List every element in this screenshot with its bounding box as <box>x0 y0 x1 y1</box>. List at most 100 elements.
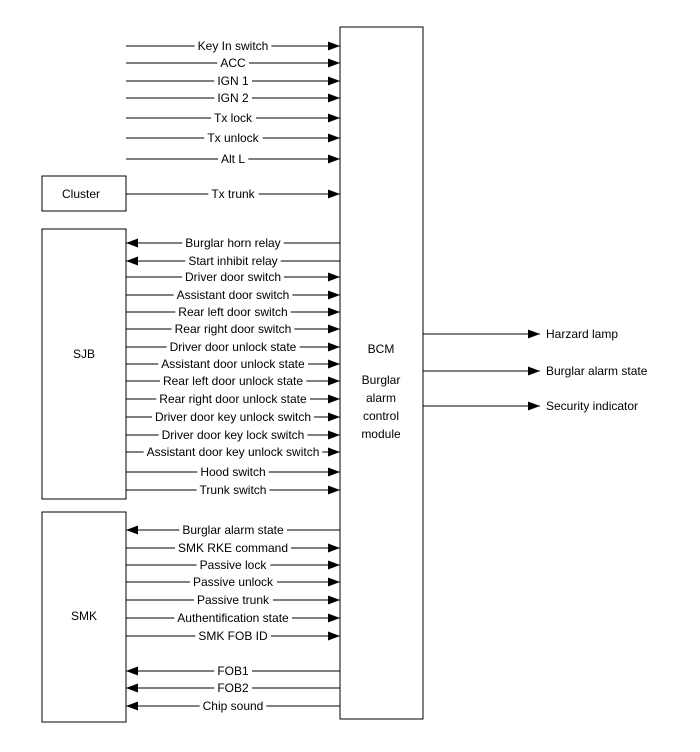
arrow-right-icon <box>328 613 340 623</box>
arrow-right-icon <box>328 359 340 369</box>
label-background <box>143 444 323 460</box>
arrow-right-icon <box>328 577 340 587</box>
label-background <box>214 663 252 679</box>
arrow-right-icon <box>328 272 340 282</box>
signal-label: Tx trunk <box>211 187 255 201</box>
signal-hood-switch: Hood switch <box>126 464 340 480</box>
signal-assistant-door-unlock-state: Assistant door unlock state <box>126 356 340 372</box>
signal-key-in-switch: Key In switch <box>126 38 340 54</box>
arrow-right-icon <box>528 329 540 339</box>
signal-label: FOB1 <box>217 664 249 678</box>
label-background <box>173 287 293 303</box>
arrow-right-icon <box>528 366 540 376</box>
signal-label: Tx unlock <box>207 131 259 145</box>
arrow-right-icon <box>328 412 340 422</box>
label-background <box>185 253 281 269</box>
arrow-right-icon <box>328 113 340 123</box>
label-background <box>174 610 293 626</box>
signal-label: Harzard lamp <box>546 327 618 341</box>
signal-label: Driver door unlock state <box>170 340 297 354</box>
signal-security-indicator: Security indicator <box>423 399 638 413</box>
signal-label: FOB2 <box>217 681 249 695</box>
label-background <box>171 321 295 337</box>
label-background <box>196 557 271 573</box>
signal-burglar-alarm-state: Burglar alarm state <box>423 364 648 378</box>
arrow-right-icon <box>328 543 340 553</box>
signal-label: SMK FOB ID <box>198 629 268 643</box>
signal-acc: ACC <box>126 55 340 71</box>
arrow-right-icon <box>328 430 340 440</box>
signal-label: Start inhibit relay <box>188 254 277 268</box>
arrow-left-icon <box>126 666 138 676</box>
label-background <box>151 409 315 425</box>
signal-passive-lock: Passive lock <box>126 557 340 573</box>
signal-label: Passive trunk <box>197 593 270 607</box>
signal-label: Burglar alarm state <box>546 364 648 378</box>
arrow-right-icon <box>528 401 540 411</box>
label-background <box>199 698 267 714</box>
arrow-right-icon <box>328 307 340 317</box>
label-background <box>217 55 249 71</box>
label-background <box>208 186 259 202</box>
label-background <box>195 628 272 644</box>
bcm-subtitle-line-2: alarm <box>366 391 396 405</box>
signal-label: IGN 2 <box>217 91 249 105</box>
signal-rear-right-door-switch: Rear right door switch <box>126 321 340 337</box>
signal-label: Key In switch <box>198 39 269 53</box>
signal-label: Hood switch <box>200 465 265 479</box>
signal-tx-trunk: Tx trunk <box>126 186 340 202</box>
signal-ign-2: IGN 2 <box>126 90 340 106</box>
label-background <box>204 130 263 146</box>
signal-tx-unlock: Tx unlock <box>126 130 340 146</box>
signal-label: IGN 1 <box>217 74 249 88</box>
label-background <box>214 680 252 696</box>
arrow-right-icon <box>328 485 340 495</box>
signal-alt-l: Alt L <box>126 151 340 167</box>
arrow-left-icon <box>126 238 138 248</box>
label-background <box>210 110 256 126</box>
signal-rear-left-door-unlock-state: Rear left door unlock state <box>126 373 340 389</box>
signal-label: Driver door key lock switch <box>162 428 305 442</box>
signal-smk-fob-id: SMK FOB ID <box>126 628 340 644</box>
signal-label: Assistant door unlock state <box>161 357 305 371</box>
signal-label: Tx lock <box>214 111 253 125</box>
signal-rear-left-door-switch: Rear left door switch <box>126 304 340 320</box>
signal-authentification-state: Authentification state <box>126 610 340 626</box>
arrow-right-icon <box>328 324 340 334</box>
arrow-right-icon <box>328 133 340 143</box>
arrow-right-icon <box>328 154 340 164</box>
cluster-box: Cluster <box>41 175 127 212</box>
bcm-subtitle-line-3: control <box>363 409 399 423</box>
bcm-box: BCM Burglar alarm control module <box>339 26 424 720</box>
label-background <box>159 373 307 389</box>
signal-label: Driver door switch <box>185 270 281 284</box>
arrow-left-icon <box>126 525 138 535</box>
signal-label: Passive unlock <box>193 575 274 589</box>
signal-label: Burglar horn relay <box>185 236 280 250</box>
signal-fob2: FOB2 <box>126 680 340 696</box>
signal-driver-door-key-lock-switch: Driver door key lock switch <box>126 427 340 443</box>
arrow-right-icon <box>328 58 340 68</box>
arrow-right-icon <box>328 93 340 103</box>
label-background <box>182 235 284 251</box>
arrow-right-icon <box>328 560 340 570</box>
label-background <box>193 592 274 608</box>
label-background <box>189 574 278 590</box>
arrow-right-icon <box>328 394 340 404</box>
signal-burglar-horn-relay: Burglar horn relay <box>126 235 340 251</box>
signal-rear-right-door-unlock-state: Rear right door unlock state <box>126 391 340 407</box>
signal-label: Security indicator <box>546 399 638 413</box>
signal-harzard-lamp: Harzard lamp <box>423 327 618 341</box>
signal-passive-trunk: Passive trunk <box>126 592 340 608</box>
signal-trunk-switch: Trunk switch <box>126 482 340 498</box>
signal-chip-sound: Chip sound <box>126 698 340 714</box>
label-background <box>197 464 269 480</box>
label-background <box>196 482 270 498</box>
label-background <box>214 90 252 106</box>
smk-label: SMK <box>71 609 97 623</box>
signal-assistant-door-key-unlock-switch: Assistant door key unlock switch <box>126 444 340 460</box>
signal-label: Rear left door switch <box>178 305 287 319</box>
signal-start-inhibit-relay: Start inhibit relay <box>126 253 340 269</box>
signal-label: Alt L <box>221 152 245 166</box>
